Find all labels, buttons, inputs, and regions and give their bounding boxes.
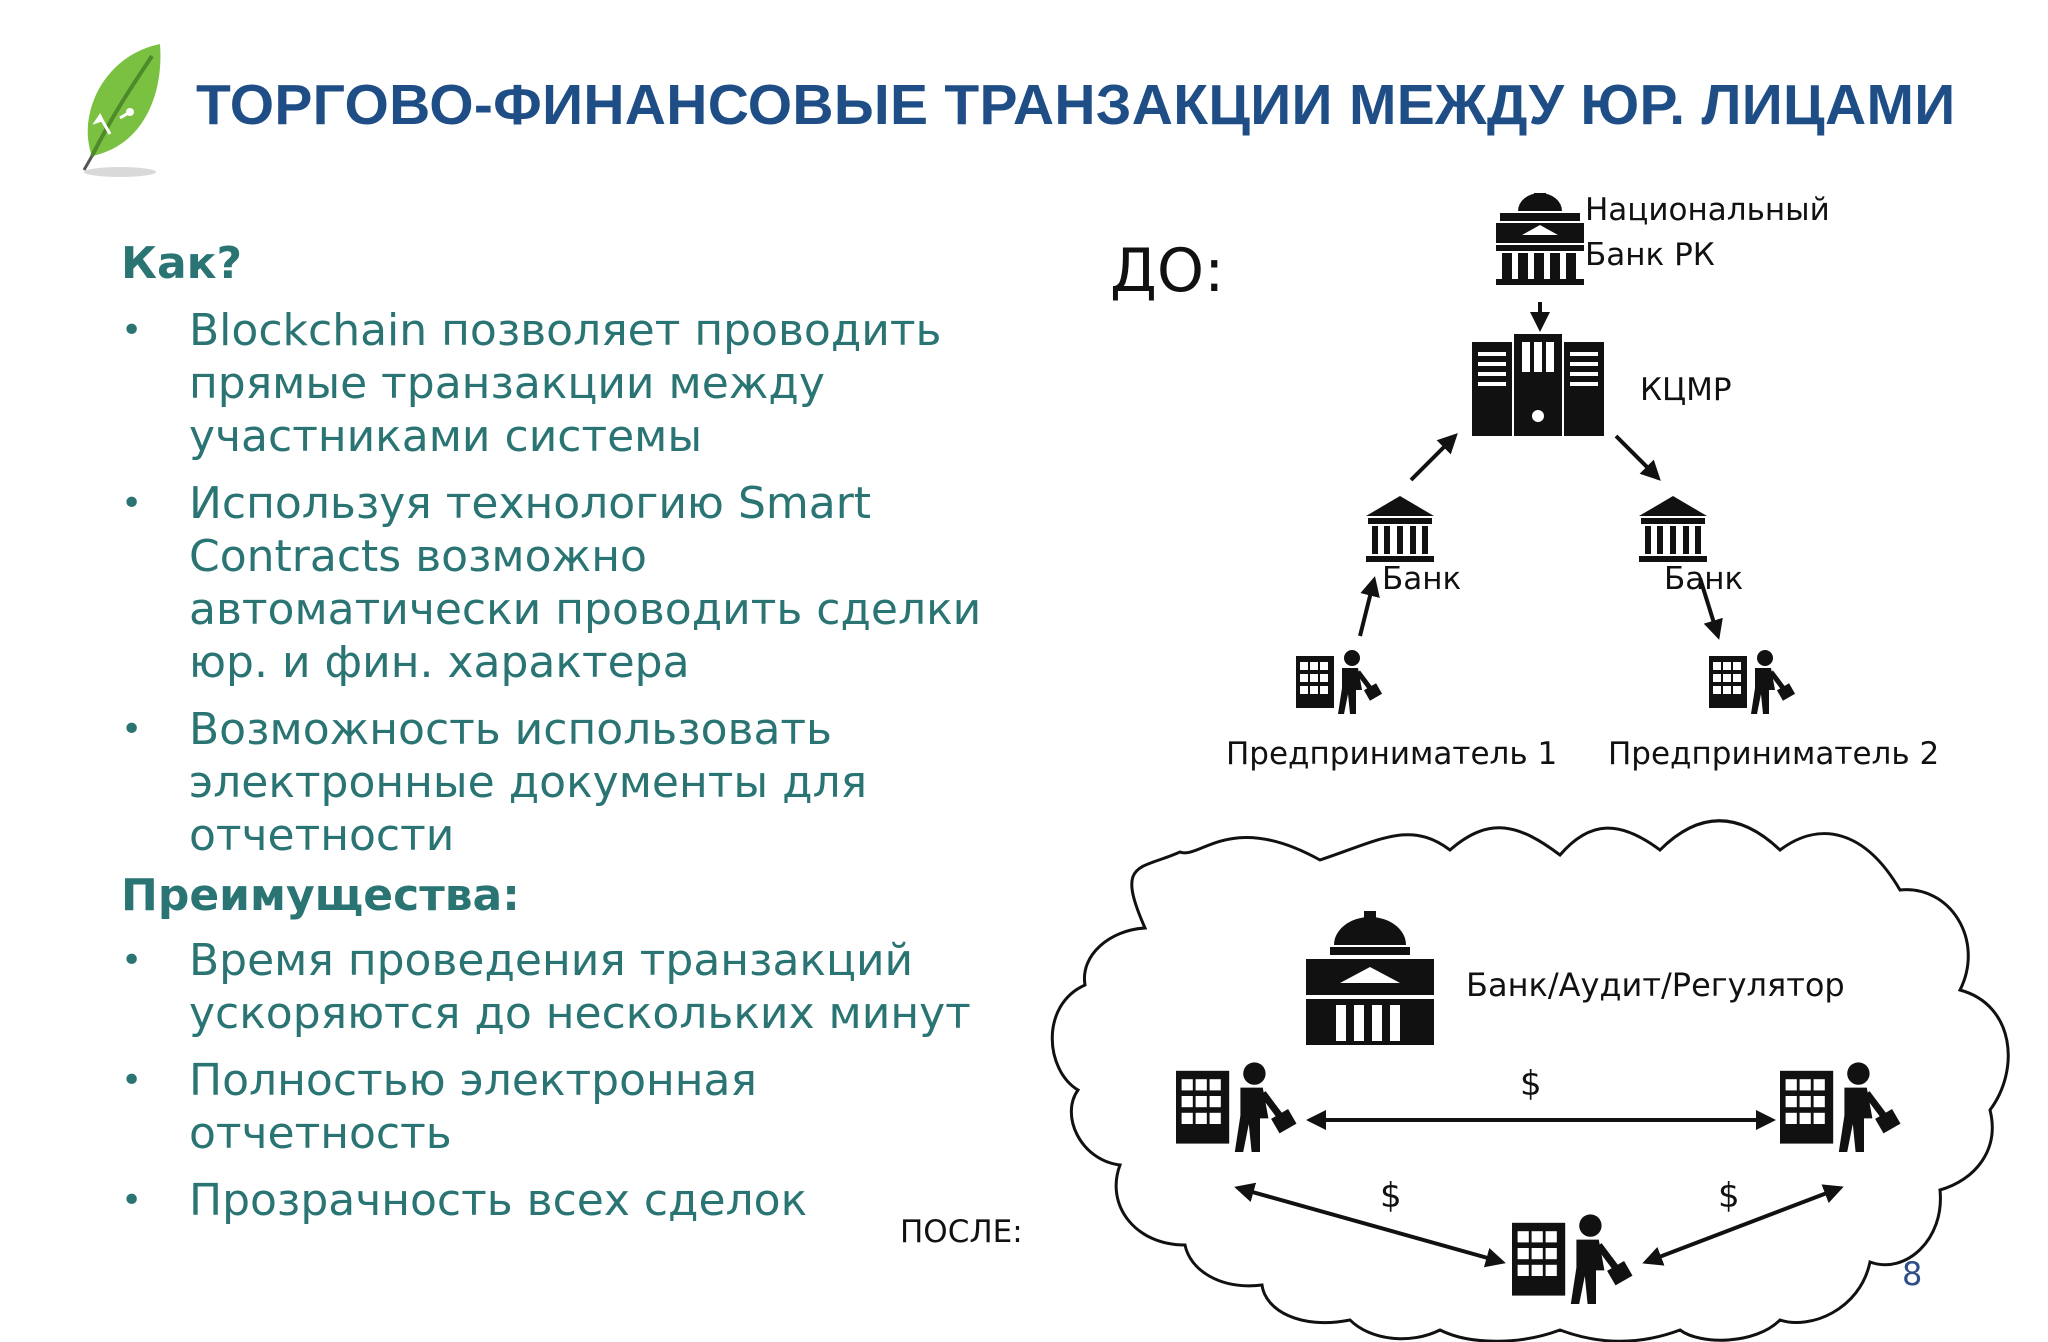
entrepreneur-2-icon: [1709, 650, 1795, 714]
benefits-heading: Преимущества:: [121, 870, 520, 921]
bullet-text-line: электронные документы для: [189, 757, 868, 808]
data-center-icon: [1472, 334, 1604, 436]
bullet-marker: •: [121, 709, 143, 750]
page-number: 8: [1902, 1255, 1923, 1293]
bullet-marker: •: [121, 940, 143, 981]
bank-icon-left: [1366, 496, 1434, 562]
national-bank-label: Национальный Банк РК: [1585, 188, 1830, 278]
leaf-logo-icon: [82, 44, 161, 177]
bullet-text-line: Прозрачность всех сделок: [189, 1175, 808, 1226]
bullet-marker: •: [121, 310, 143, 351]
national-bank-icon: [1496, 193, 1584, 285]
bullet-text-line: автоматически проводить сделки: [189, 584, 982, 635]
currency-label-left: $: [1380, 1176, 1402, 1216]
entrepreneur-1-label: Предприниматель 1: [1226, 736, 1558, 772]
bullet-text-line: Возможность использовать: [189, 704, 832, 755]
bullet-text-line: ускоряются до нескольких минут: [189, 988, 971, 1039]
after-arrows: [1234, 1110, 1844, 1268]
bullet-text-line: Время проведения транзакций: [189, 935, 914, 986]
bullet-text-line: участниками системы: [189, 411, 703, 462]
bullet-item: • Прозрачность всех сделок: [121, 1174, 1001, 1227]
entrepreneur-2-label: Предприниматель 2: [1608, 736, 1940, 772]
slide-title: ТОРГОВО-ФИНАНСОВЫЕ ТРАНЗАКЦИИ МЕЖДУ ЮР. …: [196, 73, 1956, 137]
national-bank-label-line-1: Национальный: [1585, 192, 1830, 228]
bullet-text-line: отчетность: [189, 1108, 452, 1159]
currency-label-right: $: [1718, 1176, 1740, 1216]
bullet-text-line: юр. и фин. характера: [189, 637, 690, 688]
bank-right-label: Банк: [1664, 561, 1744, 597]
bullet-text-line: отчетности: [189, 810, 455, 861]
how-heading: Как?: [121, 238, 243, 289]
bank-icon-right: [1639, 496, 1707, 562]
bullet-text-line: Полностью электронная: [189, 1055, 757, 1106]
bullet-marker: •: [121, 483, 143, 524]
after-label: ПОСЛЕ:: [900, 1214, 1023, 1250]
bullet-text-line: Используя технологию Smart: [189, 478, 872, 529]
regulator-building-icon: [1306, 911, 1434, 1045]
bank-left-label: Банк: [1382, 561, 1462, 597]
bullet-marker: •: [121, 1060, 143, 1101]
entrepreneur-1-icon: [1296, 650, 1382, 714]
before-arrows: [1358, 302, 1723, 640]
bullet-text-line: Contracts возможно: [189, 531, 647, 582]
currency-label-top: $: [1520, 1064, 1542, 1104]
before-label: ДО:: [1110, 236, 1225, 306]
bullet-text-line: прямые транзакции между: [189, 358, 825, 409]
bullet-text-line: Blockchain позволяет проводить: [189, 305, 942, 356]
regulator-label: Банк/Аудит/Регулятор: [1466, 966, 1845, 1004]
clearing-center-label: КЦМР: [1640, 372, 1732, 408]
bullet-marker: •: [121, 1180, 143, 1221]
national-bank-label-line-2: Банк РК: [1585, 237, 1715, 273]
